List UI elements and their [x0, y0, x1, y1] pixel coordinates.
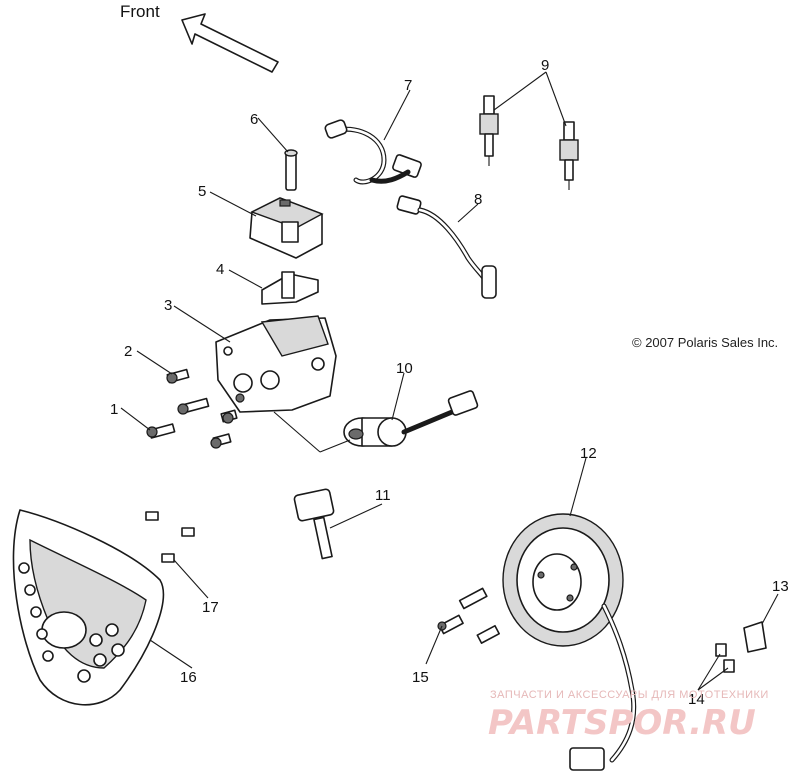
part-1-bolt [146, 423, 176, 439]
part-14-screw-b [723, 659, 735, 673]
part-8-cable [396, 195, 497, 299]
callout-15: 15 [412, 669, 429, 686]
part-15-bolt-c [476, 624, 500, 644]
callout-6: 6 [250, 111, 258, 128]
part-4-bracket [261, 271, 319, 305]
part-11-key [293, 488, 335, 560]
part-14-screw-a [715, 643, 727, 657]
callout-2: 2 [124, 343, 132, 360]
callout-8: 8 [474, 191, 482, 208]
part-10-ignition-switch [343, 390, 479, 447]
callout-10: 10 [396, 360, 413, 377]
part-17-clip-c [161, 553, 175, 563]
callout-4: 4 [216, 261, 224, 278]
copyright-text: © 2007 Polaris Sales Inc. [632, 335, 778, 350]
front-arrow [181, 13, 279, 73]
part-15-bolt-a [458, 587, 488, 610]
callout-14: 14 [688, 691, 705, 708]
part-2-bolt [166, 368, 190, 384]
callout-16: 16 [180, 669, 197, 686]
part-16-cover [12, 509, 165, 706]
part-12-stator [502, 513, 637, 771]
callout-13: 13 [772, 578, 789, 595]
front-label: Front [120, 2, 160, 21]
bolt-extra-b [220, 409, 238, 424]
callout-7: 7 [404, 77, 412, 94]
callout-11: 11 [375, 487, 391, 504]
part-15-bolt-b [437, 614, 464, 635]
bolt-extra-a [177, 397, 210, 415]
watermark-tagline: ЗАПЧАСТИ И АКСЕССУАРЫ ДЛЯ МОТОТЕХНИКИ [490, 689, 769, 701]
part-3-mount-bracket [215, 315, 337, 413]
callout-12: 12 [580, 445, 597, 462]
leader-lines [120, 71, 779, 691]
part-17-clip-b [181, 527, 195, 537]
watermark-logo: PARTSPOR.RU [488, 703, 756, 743]
callout-17: 17 [202, 599, 219, 616]
part-5-module [249, 197, 324, 259]
callout-1: 1 [110, 401, 118, 418]
callout-5: 5 [198, 183, 206, 200]
bolt-extra-c [210, 433, 232, 449]
part-9-spark-plug-right [559, 121, 579, 190]
bolt-extra-d [235, 393, 245, 403]
part-17-clip-a [145, 511, 159, 521]
part-7-plug-wire [324, 119, 422, 185]
callout-3: 3 [164, 297, 172, 314]
part-13-clip [743, 621, 767, 653]
callout-9: 9 [541, 57, 549, 74]
part-9-spark-plug-left [479, 95, 499, 166]
part-6-sleeve [284, 149, 298, 191]
